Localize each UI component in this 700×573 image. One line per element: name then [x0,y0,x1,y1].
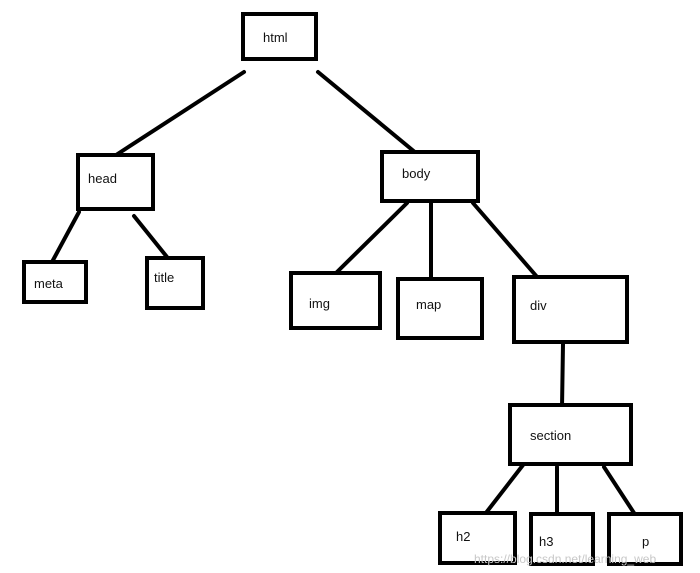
node-p: p [607,512,683,566]
node-body: body [380,150,480,203]
edges-layer [50,70,638,520]
node-box-body [380,150,480,203]
node-box-head [76,153,155,211]
node-box-meta [22,260,88,304]
node-box-html [241,12,318,61]
node-div: div [512,275,629,344]
edge-html-head [111,70,246,159]
edge-body-div [471,201,540,280]
edge-section-h2 [480,463,525,520]
node-title: title [145,256,205,310]
node-map: map [396,277,484,340]
node-label-html: html [263,30,288,45]
node-label-title: title [154,270,174,285]
node-box-img [289,271,382,330]
node-h2: h2 [438,511,517,565]
edge-body-img [334,201,409,275]
node-label-div: div [530,298,547,313]
node-box-title [145,256,205,310]
edge-html-body [316,70,418,155]
node-label-img: img [309,296,330,311]
node-label-map: map [416,297,441,312]
edge-head-title [132,214,169,259]
node-label-meta: meta [34,276,64,291]
node-label-section: section [530,428,571,443]
node-label-h2: h2 [456,529,470,544]
node-box-p [607,512,683,566]
node-box-map [396,277,484,340]
node-box-h3 [529,512,595,566]
node-label-head: head [88,171,117,186]
node-box-h2 [438,511,517,565]
node-label-body: body [402,166,431,181]
node-html: html [241,12,318,61]
nodes-layer: html head body meta title img map div section h2 h… [22,12,683,566]
node-h3: h3 [529,512,595,566]
node-label-p: p [642,534,649,549]
node-meta: meta [22,260,88,304]
node-section: section [508,403,633,466]
node-box-section [508,403,633,466]
node-img: img [289,271,382,330]
node-label-h3: h3 [539,534,553,549]
edge-div-section [560,342,565,410]
edge-section-p [602,465,638,518]
node-box-div [512,275,629,344]
edge-head-meta [50,210,81,264]
node-head: head [76,153,155,211]
watermark-text: https://blog.csdn.net/learning_web [474,552,656,566]
